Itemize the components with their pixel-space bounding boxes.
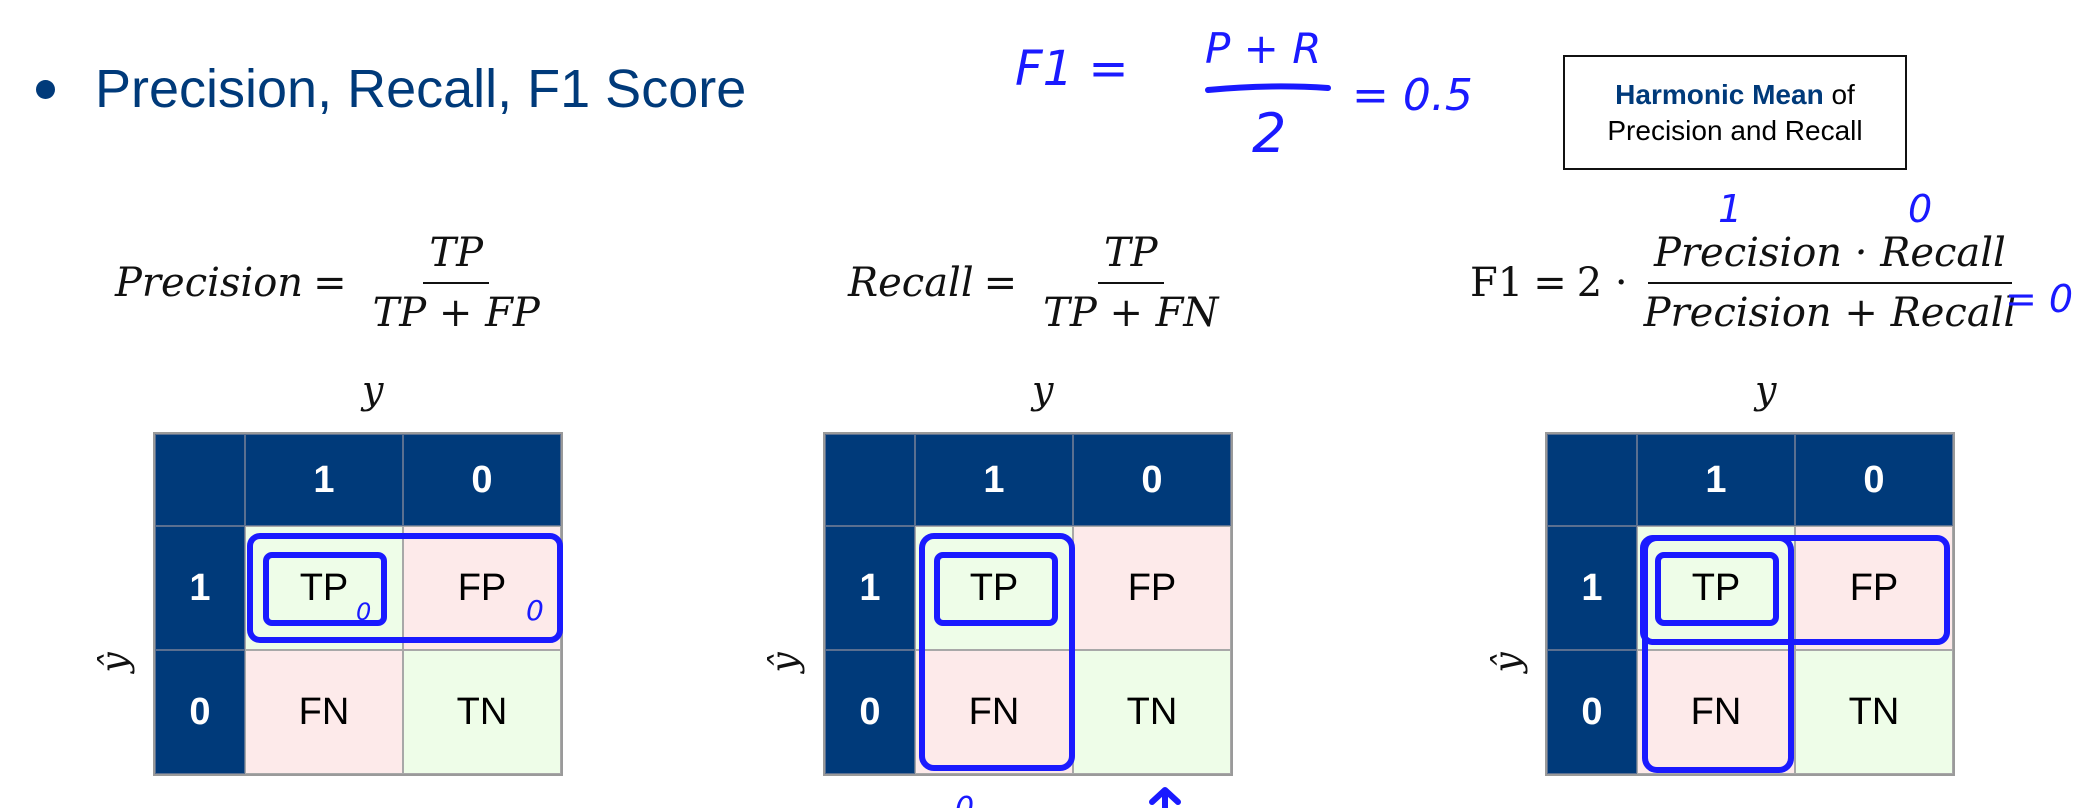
confusion-matrix-recall: 1 0 1 TP FP 0 FN TN: [823, 432, 1233, 776]
recall-fraction: TP TP + FN: [1037, 230, 1224, 336]
f1-denominator: Precision + Recall: [1643, 290, 2017, 336]
handwritten-recall-count: 0: [955, 791, 974, 808]
cell-tp: TP: [915, 526, 1073, 650]
handwritten-f1-label: F1 =: [1015, 41, 1129, 97]
col-header: 0: [1073, 434, 1231, 526]
cell-tn: TN: [1073, 650, 1231, 774]
true-label-1: y: [362, 368, 384, 412]
recall-lhs: Recall: [848, 260, 974, 306]
handwritten-recall-value: 0: [1908, 187, 1932, 231]
handwritten-fraction-bar: [1205, 83, 1331, 93]
handwritten-numerator: P + R: [1205, 24, 1321, 73]
callout-line-1: Harmonic Mean of: [1615, 78, 1855, 110]
matrix-corner: [1547, 434, 1637, 526]
handwritten-precision-value: 1: [1718, 187, 1742, 231]
row-header: 1: [1547, 526, 1637, 650]
confusion-matrix-precision: 1 0 1 TP FP 0 FN TN: [153, 432, 563, 776]
callout-line-2: Precision and Recall: [1607, 114, 1863, 146]
confusion-matrix-f1: 1 0 1 TP FP 0 FN TN: [1545, 432, 1955, 776]
f1-coefficient: 2 ·: [1576, 260, 1628, 306]
col-header: 1: [915, 434, 1073, 526]
f1-equals: =: [1533, 260, 1567, 306]
col-header: 0: [403, 434, 561, 526]
pred-label-2: ŷ: [764, 652, 806, 673]
cell-tn: TN: [1795, 650, 1953, 774]
title-text: Precision, Recall, F1 Score: [95, 59, 747, 119]
row-header: 1: [155, 526, 245, 650]
arrow-up-icon: [1149, 787, 1181, 808]
handwritten-result: = 0.5: [1352, 70, 1473, 121]
cell-fp: FP: [1795, 526, 1953, 650]
cell-fp: FP: [403, 526, 561, 650]
bullet-icon: [36, 79, 55, 99]
handwritten-denominator: 2: [1252, 102, 1286, 165]
true-label-2: y: [1032, 368, 1054, 412]
precision-lhs: Precision: [115, 260, 304, 306]
f1-numerator: Precision · Recall: [1648, 230, 2012, 284]
f1-fraction: Precision · Recall Precision + Recall: [1638, 230, 2023, 336]
row-header: 0: [825, 650, 915, 774]
matrix-corner: [155, 434, 245, 526]
col-header: 0: [1795, 434, 1953, 526]
f1-formula: F1 = 2 · Precision · Recall Precision + …: [1470, 230, 2022, 336]
cell-fp: FP: [1073, 526, 1231, 650]
row-header: 1: [825, 526, 915, 650]
f1-lhs: F1: [1470, 260, 1524, 306]
row-header: 0: [1547, 650, 1637, 774]
true-label-3: y: [1755, 368, 1777, 412]
recall-equals: =: [983, 260, 1018, 306]
precision-equals: =: [313, 260, 347, 306]
row-header: 0: [155, 650, 245, 774]
cell-fn: FN: [1637, 650, 1795, 774]
harmonic-mean-callout: Harmonic Mean of Precision and Recall: [1563, 55, 1907, 170]
recall-numerator: TP: [1097, 230, 1164, 284]
col-header: 1: [245, 434, 403, 526]
cell-tn: TN: [403, 650, 561, 774]
precision-formula: Precision = TP TP + FP: [115, 230, 546, 336]
cell-fn: FN: [245, 650, 403, 774]
precision-fraction: TP TP + FP: [367, 230, 546, 336]
slide-title: Precision, Recall, F1 Score: [36, 58, 746, 120]
pred-label-1: ŷ: [94, 652, 136, 673]
precision-denominator: TP + FP: [372, 290, 540, 336]
col-header: 1: [1637, 434, 1795, 526]
recall-formula: Recall = TP TP + FN: [848, 230, 1224, 336]
precision-numerator: TP: [423, 230, 489, 284]
cell-tp: TP: [245, 526, 403, 650]
recall-denominator: TP + FN: [1043, 290, 1219, 336]
cell-fn: FN: [915, 650, 1073, 774]
matrix-corner: [825, 434, 915, 526]
cell-tp: TP: [1637, 526, 1795, 650]
pred-label-3: ŷ: [1487, 652, 1529, 673]
